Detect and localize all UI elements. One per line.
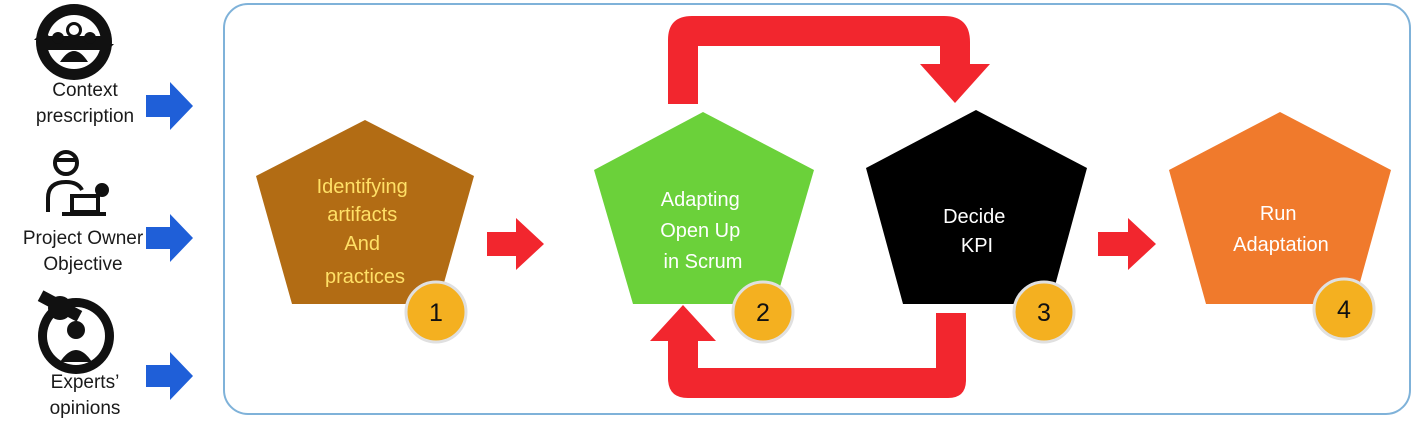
input-context-label: Context prescription [0,78,170,130]
loop-arrow-bottom [650,305,966,398]
input-context-line1: Context [52,80,118,101]
step-2-badge: 2 [731,280,795,344]
step-4: Run Adaptation [1169,112,1391,304]
step-3-number: 3 [1037,299,1051,327]
person-laptop-gear-icon [46,150,109,216]
step-2: Adapting Open Up in Scrum [594,112,814,304]
input-experts-line1: Experts’ [50,372,120,393]
step-4-number: 4 [1337,296,1351,324]
step-4-text: Run Adaptation [1233,203,1329,256]
flow-arrow-3-4 [1098,218,1156,270]
input-experts-label: Experts’ opinions [0,370,170,422]
input-owner-line2: Objective [43,254,123,275]
step-2-number: 2 [756,299,770,327]
step-1: Identifying artifacts And practices [256,120,474,304]
loop-arrow-top [668,16,990,104]
step-3-text: Decide KPI [943,206,1011,257]
flow-arrow-1-2 [487,218,544,270]
input-arrow-3 [146,352,193,400]
group-cycle-icon [34,4,114,80]
input-experts-line2: opinions [49,398,121,419]
step-1-number: 1 [429,299,443,327]
step-1-text: Identifying artifacts And practices [317,176,414,288]
expert-search-icon [37,290,114,374]
step-3-badge: 3 [1012,280,1076,344]
step-4-badge: 4 [1312,277,1376,341]
input-owner-label: Project Owner Objective [0,226,168,278]
step-2-pentagon [594,112,814,304]
input-context-line2: prescription [35,106,135,127]
input-arrow-1 [146,82,193,130]
step-4-pentagon [1169,112,1391,304]
step-1-badge: 1 [404,280,468,344]
process-panel [223,3,1411,415]
step-1-pentagon [256,120,474,304]
step-3: Decide KPI [866,110,1087,304]
step-3-pentagon [866,110,1087,304]
input-owner-line1: Project Owner [22,228,144,249]
step-2-text: Adapting Open Up in Scrum [660,189,746,273]
input-arrow-2 [146,214,193,262]
